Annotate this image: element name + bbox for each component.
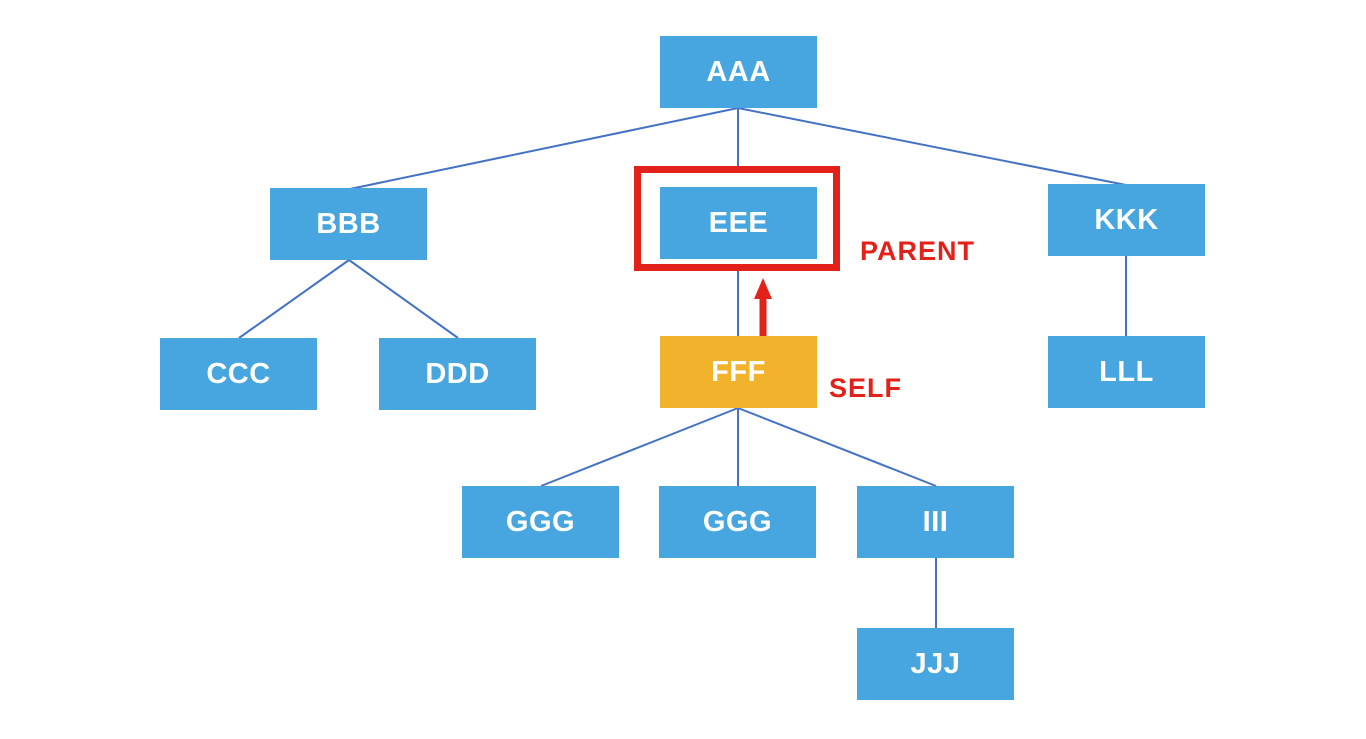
- node-iii: III: [857, 486, 1014, 558]
- node-ddd: DDD: [379, 338, 536, 410]
- node-bbb: BBB: [270, 188, 427, 260]
- parent-highlight-box: [634, 166, 840, 271]
- node-jjj: JJJ: [857, 628, 1014, 700]
- node-ggg-2: GGG: [659, 486, 816, 558]
- node-aaa: AAA: [660, 36, 817, 108]
- parent-arrow-head-icon: [754, 278, 772, 299]
- node-ggg-1: GGG: [462, 486, 619, 558]
- edge-fff-iii: [737, 407, 937, 487]
- node-fff: FFF: [660, 336, 817, 408]
- node-kkk: KKK: [1048, 184, 1205, 256]
- edge-bbb-ccc: [238, 259, 350, 339]
- edge-fff-ggg1: [540, 407, 739, 487]
- edge-bbb-ddd: [348, 259, 459, 339]
- node-lll: LLL: [1048, 336, 1205, 408]
- self-annotation-label: SELF: [829, 373, 903, 403]
- node-eee: EEE: [660, 187, 817, 259]
- node-ccc: CCC: [160, 338, 317, 410]
- parent-annotation-label: PARENT: [860, 236, 976, 266]
